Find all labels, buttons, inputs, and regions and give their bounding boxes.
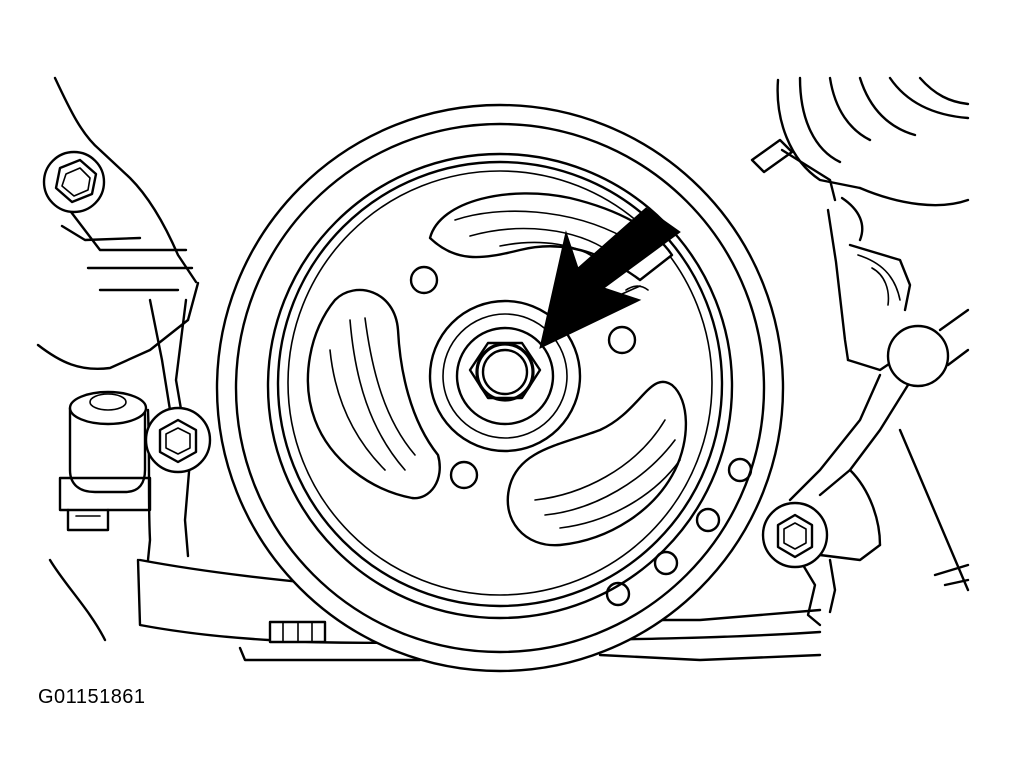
upper-left-bolt (42, 150, 106, 214)
right-bracket (788, 196, 970, 592)
right-upper-housing (750, 76, 970, 207)
crankshaft-pulley-center-bolt (468, 341, 542, 402)
middle-left-bolt (144, 406, 212, 562)
bottom-bolt (268, 620, 327, 644)
left-tensioner-mount (48, 390, 152, 642)
right-lower-bolt (761, 501, 837, 627)
figure-id-label: G01151861 (38, 686, 146, 708)
timing-holes (605, 457, 753, 607)
arrow-pointer (539, 207, 681, 349)
spoke-cutout-left (306, 288, 441, 500)
spoke-cutout-right (506, 380, 688, 547)
left-upper-bracket (36, 76, 200, 417)
